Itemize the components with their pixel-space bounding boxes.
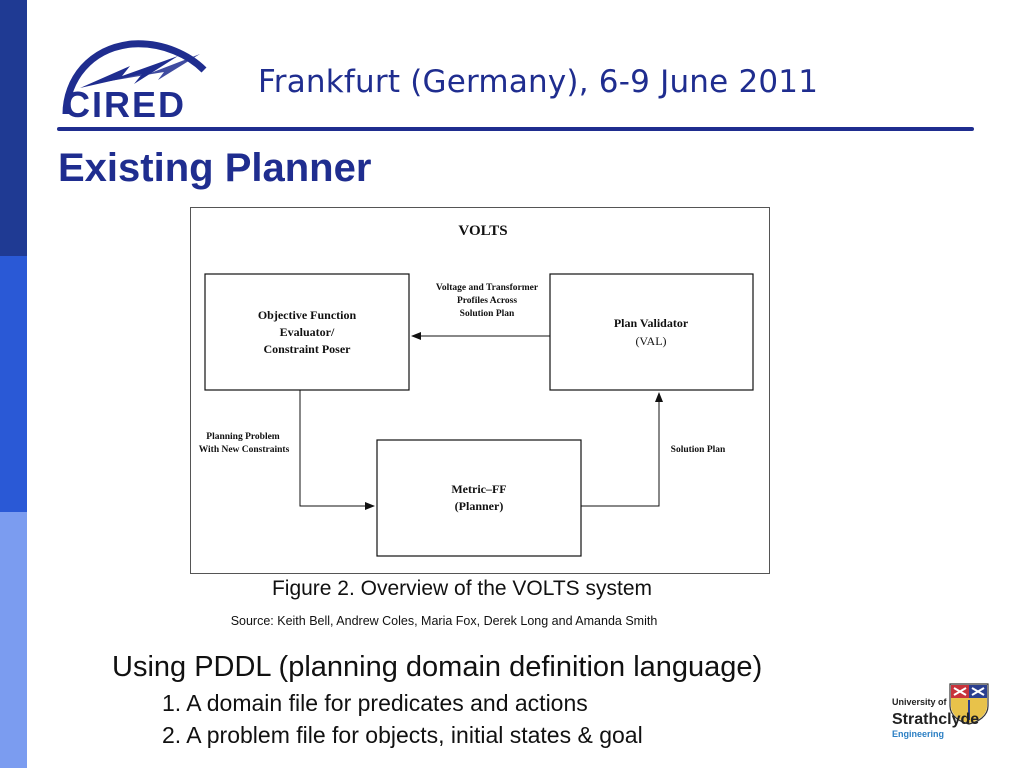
logo-bolt-2: [104, 54, 200, 82]
uni-line-2: Strathclyde: [892, 711, 979, 728]
logo-text: CIRED: [64, 84, 186, 122]
arrow-planner-to-validator: [581, 392, 663, 507]
logo-bolt-1: [80, 56, 178, 88]
planner-box: [376, 439, 582, 557]
objective-line-1: Objective Function: [258, 308, 357, 322]
validator-line-1: Plan Validator: [614, 316, 689, 330]
list-item: 1. A domain file for predicates and acti…: [162, 690, 588, 716]
header-divider: [57, 127, 974, 131]
page-title: Existing Planner: [58, 146, 372, 190]
validator-line-2: (VAL): [635, 334, 666, 348]
crest-icon: [949, 683, 989, 725]
sidebar-segment-mid: [0, 256, 27, 512]
volts-diagram: VOLTS Objective Function Evaluator/ Cons…: [190, 207, 770, 574]
planner-line-1: Metric–FF: [451, 482, 506, 496]
objective-line-2: Evaluator/: [280, 325, 335, 339]
sidebar-segment-dark: [0, 0, 27, 256]
label-profiles-1: Voltage and Transformer: [436, 283, 539, 293]
plan-validator-box: [549, 273, 754, 391]
body-heading: Using PDDL (planning domain definition l…: [112, 651, 763, 683]
label-problem-2: With New Constraints: [199, 445, 290, 455]
label-profiles-2: Profiles Across: [457, 296, 517, 306]
label-profiles-3: Solution Plan: [460, 309, 515, 319]
objective-line-3: Constraint Poser: [264, 342, 352, 356]
objective-function-box: [204, 273, 410, 391]
conference-title: Frankfurt (Germany), 6-9 June 2011: [258, 64, 819, 100]
strathclyde-logo: University of Strathclyde Engineering: [892, 683, 989, 739]
arrow-objective-to-planner: [299, 390, 375, 510]
uni-line-3: Engineering: [892, 729, 944, 739]
figure-caption: Figure 2. Overview of the VOLTS system: [271, 577, 653, 600]
sidebar-segment-light: [0, 512, 27, 768]
uni-line-1: University of: [892, 697, 948, 707]
list-item: 2. A problem file for objects, initial s…: [162, 722, 643, 748]
label-problem-1: Planning Problem: [206, 432, 280, 442]
logo-arc: [62, 40, 207, 115]
cired-logo: CIRED: [62, 40, 207, 122]
label-solution-plan: Solution Plan: [671, 445, 726, 455]
planner-line-2: (Planner): [455, 499, 504, 513]
diagram-title: VOLTS: [458, 223, 507, 239]
sidebar-stripe: [0, 0, 27, 768]
figure-source: Source: Keith Bell, Andrew Coles, Maria …: [230, 614, 658, 628]
